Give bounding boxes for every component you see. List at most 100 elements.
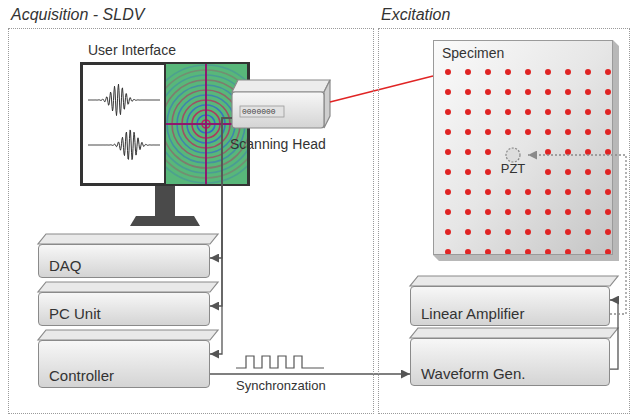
- scan-point: [545, 129, 551, 135]
- scan-point: [505, 109, 511, 115]
- scan-point: [485, 109, 491, 115]
- scan-point: [465, 69, 471, 75]
- monitor-neck: [155, 186, 175, 216]
- linear-amplifier: Linear Amplifier: [410, 286, 610, 326]
- generator-top: [410, 328, 618, 338]
- node-label: Acquisition - SLDV: [11, 6, 144, 24]
- scan-point: [465, 169, 471, 175]
- scan-point: [445, 169, 451, 175]
- controller-top: [38, 330, 218, 340]
- scan-point: [545, 89, 551, 95]
- scan-point: [465, 129, 471, 135]
- plate-face: [433, 40, 613, 255]
- waveform-trace: [88, 84, 160, 115]
- scan-point: [585, 189, 591, 195]
- node-label: Excitation: [381, 6, 450, 24]
- scanning-head-body: [232, 80, 330, 128]
- scan-point: [445, 89, 451, 95]
- scan-point: [485, 149, 491, 155]
- plate-shadow: [433, 40, 619, 261]
- scan-point: [485, 229, 491, 235]
- controller-unit: Controller: [38, 340, 210, 388]
- scan-point: [605, 69, 611, 75]
- scan-point: [585, 229, 591, 235]
- scan-point: [585, 149, 591, 155]
- scan-point: [485, 169, 491, 175]
- scan-point: [565, 69, 571, 75]
- scan-point: [545, 149, 551, 155]
- waveform-trace: [88, 130, 160, 160]
- scan-point: [465, 229, 471, 235]
- scan-point: [605, 209, 611, 215]
- scan-point: [445, 69, 451, 75]
- scan-point: [485, 69, 491, 75]
- daq-top: [38, 234, 218, 244]
- scan-point: [465, 189, 471, 195]
- node-label: Specimen: [442, 45, 504, 61]
- scan-point: [605, 109, 611, 115]
- signal-arrow: [210, 118, 232, 258]
- scan-point: [565, 89, 571, 95]
- scan-point: [545, 109, 551, 115]
- scan-point: [445, 189, 451, 195]
- scan-point: [605, 189, 611, 195]
- scan-point: [445, 209, 451, 215]
- scan-point: [505, 209, 511, 215]
- amplifier-top: [410, 276, 618, 286]
- pc-unit: PC Unit: [38, 292, 210, 326]
- scan-point: [445, 229, 451, 235]
- monitor-base: [130, 216, 200, 226]
- scan-point: [525, 209, 531, 215]
- scan-point: [585, 129, 591, 135]
- monitor-screen: [82, 64, 249, 185]
- signal-arrow: [210, 118, 232, 306]
- scan-point: [505, 129, 511, 135]
- scan-point: [465, 109, 471, 115]
- scan-point: [525, 189, 531, 195]
- scan-point: [605, 169, 611, 175]
- node-label: DAQ: [49, 257, 82, 274]
- scan-point: [525, 89, 531, 95]
- waveform-traces: [88, 84, 160, 159]
- waveform-generator: Waveform Gen.: [410, 338, 610, 386]
- scan-point: [485, 89, 491, 95]
- scan-grid: [445, 69, 611, 255]
- scan-point: [565, 209, 571, 215]
- scan-point: [505, 189, 511, 195]
- wave-cross: [205, 64, 207, 184]
- scan-point: [605, 89, 611, 95]
- pzt-actuator: PZT: [498, 147, 528, 181]
- scan-point: [585, 109, 591, 115]
- scan-point: [545, 169, 551, 175]
- scan-point: [505, 89, 511, 95]
- specimen-plate: [433, 40, 619, 261]
- specimen: SpecimenPZT: [433, 40, 613, 255]
- laser-beam: [330, 76, 433, 102]
- scan-point: [565, 129, 571, 135]
- scan-point: [505, 229, 511, 235]
- scan-point: [585, 209, 591, 215]
- scan-point: [465, 89, 471, 95]
- scan-point: [565, 189, 571, 195]
- node-label: Controller: [49, 367, 114, 384]
- display-readout: 0000000: [242, 107, 276, 117]
- scan-point: [505, 69, 511, 75]
- node-label: Scanning Head: [230, 136, 326, 152]
- screen-divider: [164, 64, 166, 184]
- scan-point: [605, 129, 611, 135]
- daq-unit: DAQ: [38, 244, 210, 278]
- scan-point: [565, 109, 571, 115]
- scan-point: [545, 209, 551, 215]
- scan-point: [465, 149, 471, 155]
- scan-point: [485, 209, 491, 215]
- scan-point: [525, 109, 531, 115]
- node-label: PZT: [501, 162, 526, 177]
- scan-point: [485, 189, 491, 195]
- scan-point: [565, 149, 571, 155]
- user-interface: User Interface: [80, 62, 250, 186]
- scan-point: [465, 209, 471, 215]
- signal-arrow: [210, 118, 232, 354]
- node-label: Waveform Gen.: [421, 365, 525, 382]
- scan-point: [545, 69, 551, 75]
